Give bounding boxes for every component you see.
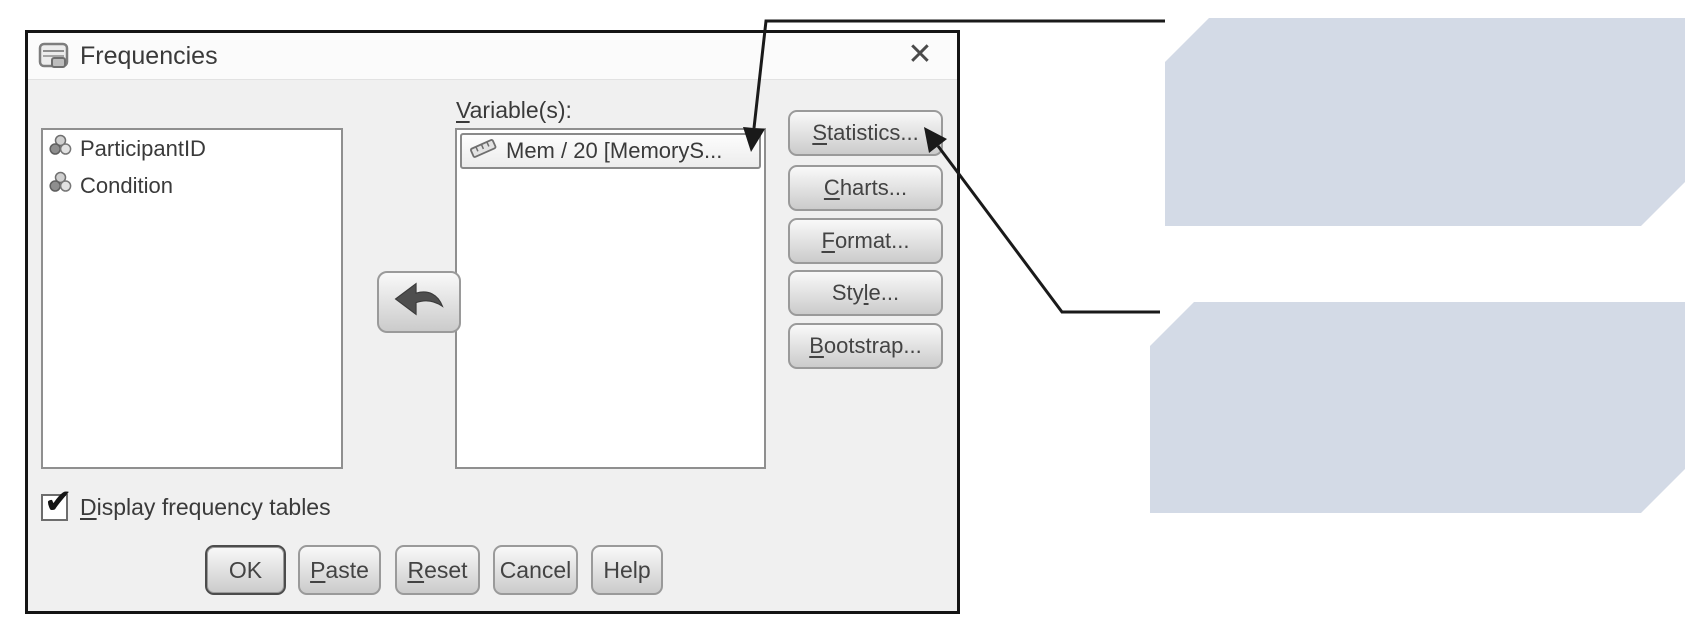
check-icon: ✔	[44, 483, 73, 521]
charts-button[interactable]: Charts...	[788, 165, 943, 211]
list-item-label: Condition	[80, 172, 173, 198]
ok-button[interactable]: OK	[205, 545, 286, 595]
paste-button[interactable]: Paste	[298, 545, 381, 595]
checkbox[interactable]: ✔	[41, 483, 73, 521]
variable-item-label: Mem / 20 [MemoryS...	[506, 138, 723, 163]
source-variable-list[interactable]: ParticipantID Condition	[41, 128, 343, 469]
nominal-measure-icon	[49, 134, 72, 163]
bootstrap-button[interactable]: Bootstrap...	[788, 323, 943, 369]
cancel-button[interactable]: Cancel	[493, 545, 578, 595]
move-variable-button[interactable]	[377, 271, 461, 333]
list-item[interactable]: Condition	[43, 167, 341, 204]
variables-label: Variable(s):	[456, 97, 572, 123]
help-button[interactable]: Help	[591, 545, 663, 595]
frequencies-dialog: Frequencies ✕ ParticipantID	[25, 30, 960, 614]
style-button[interactable]: Style...	[788, 270, 943, 316]
list-item[interactable]: ParticipantID	[43, 130, 341, 167]
nominal-measure-icon	[49, 171, 72, 200]
scale-measure-icon	[468, 137, 498, 165]
callout-step4: 4. Move the variables you want included …	[1165, 18, 1685, 226]
frequencies-dialog-icon	[38, 41, 72, 76]
checkbox-label: Display frequency tables	[80, 494, 331, 520]
reset-button[interactable]: Reset	[395, 545, 480, 595]
variables-list[interactable]: Mem / 20 [MemoryS...	[455, 128, 766, 469]
callout-step5-text: 5. Click on the Statistics button to bri…	[1182, 514, 1534, 549]
close-icon[interactable]: ✕	[907, 38, 933, 71]
statistics-button[interactable]: Statistics...	[788, 110, 943, 156]
dialog-title: Frequencies	[80, 42, 218, 70]
dialog-titlebar[interactable]: Frequencies ✕	[28, 33, 957, 80]
callout-step5: 5. Click on the Statistics button to bri…	[1150, 302, 1685, 513]
format-button[interactable]: Format...	[788, 218, 943, 264]
left-arrow-icon	[387, 277, 451, 327]
selected-variable-item[interactable]: Mem / 20 [MemoryS...	[460, 133, 761, 169]
display-frequency-tables-option[interactable]: ✔ Display frequency tables	[41, 483, 331, 521]
list-item-label: ParticipantID	[80, 135, 206, 161]
